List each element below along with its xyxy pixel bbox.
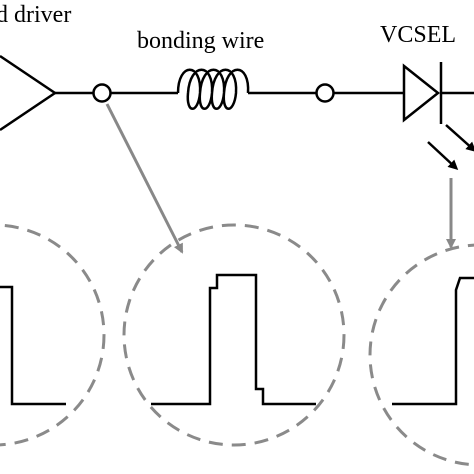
waveform-node: [151, 273, 316, 406]
light-emission-icon: [427, 124, 474, 171]
waveform-circle-vcsel: [368, 243, 474, 467]
waveform-circle-node: [122, 223, 346, 447]
node-vcsel-input: [315, 83, 335, 103]
node-driver-output: [92, 83, 112, 103]
vcsel-label: VCSEL: [380, 22, 456, 48]
waveform-driver: [0, 285, 66, 406]
arrow-node-to-waveform: [105, 103, 184, 254]
inductor-icon: [176, 68, 250, 110]
driver-label: d driver: [0, 2, 71, 28]
waveform-circle-driver: [0, 223, 106, 447]
waveform-vcsel: [392, 276, 474, 406]
bonding-wire-label: bonding wire: [137, 28, 264, 54]
driver-buffer-icon: [0, 54, 58, 132]
vcsel-diode-icon: [402, 62, 474, 124]
